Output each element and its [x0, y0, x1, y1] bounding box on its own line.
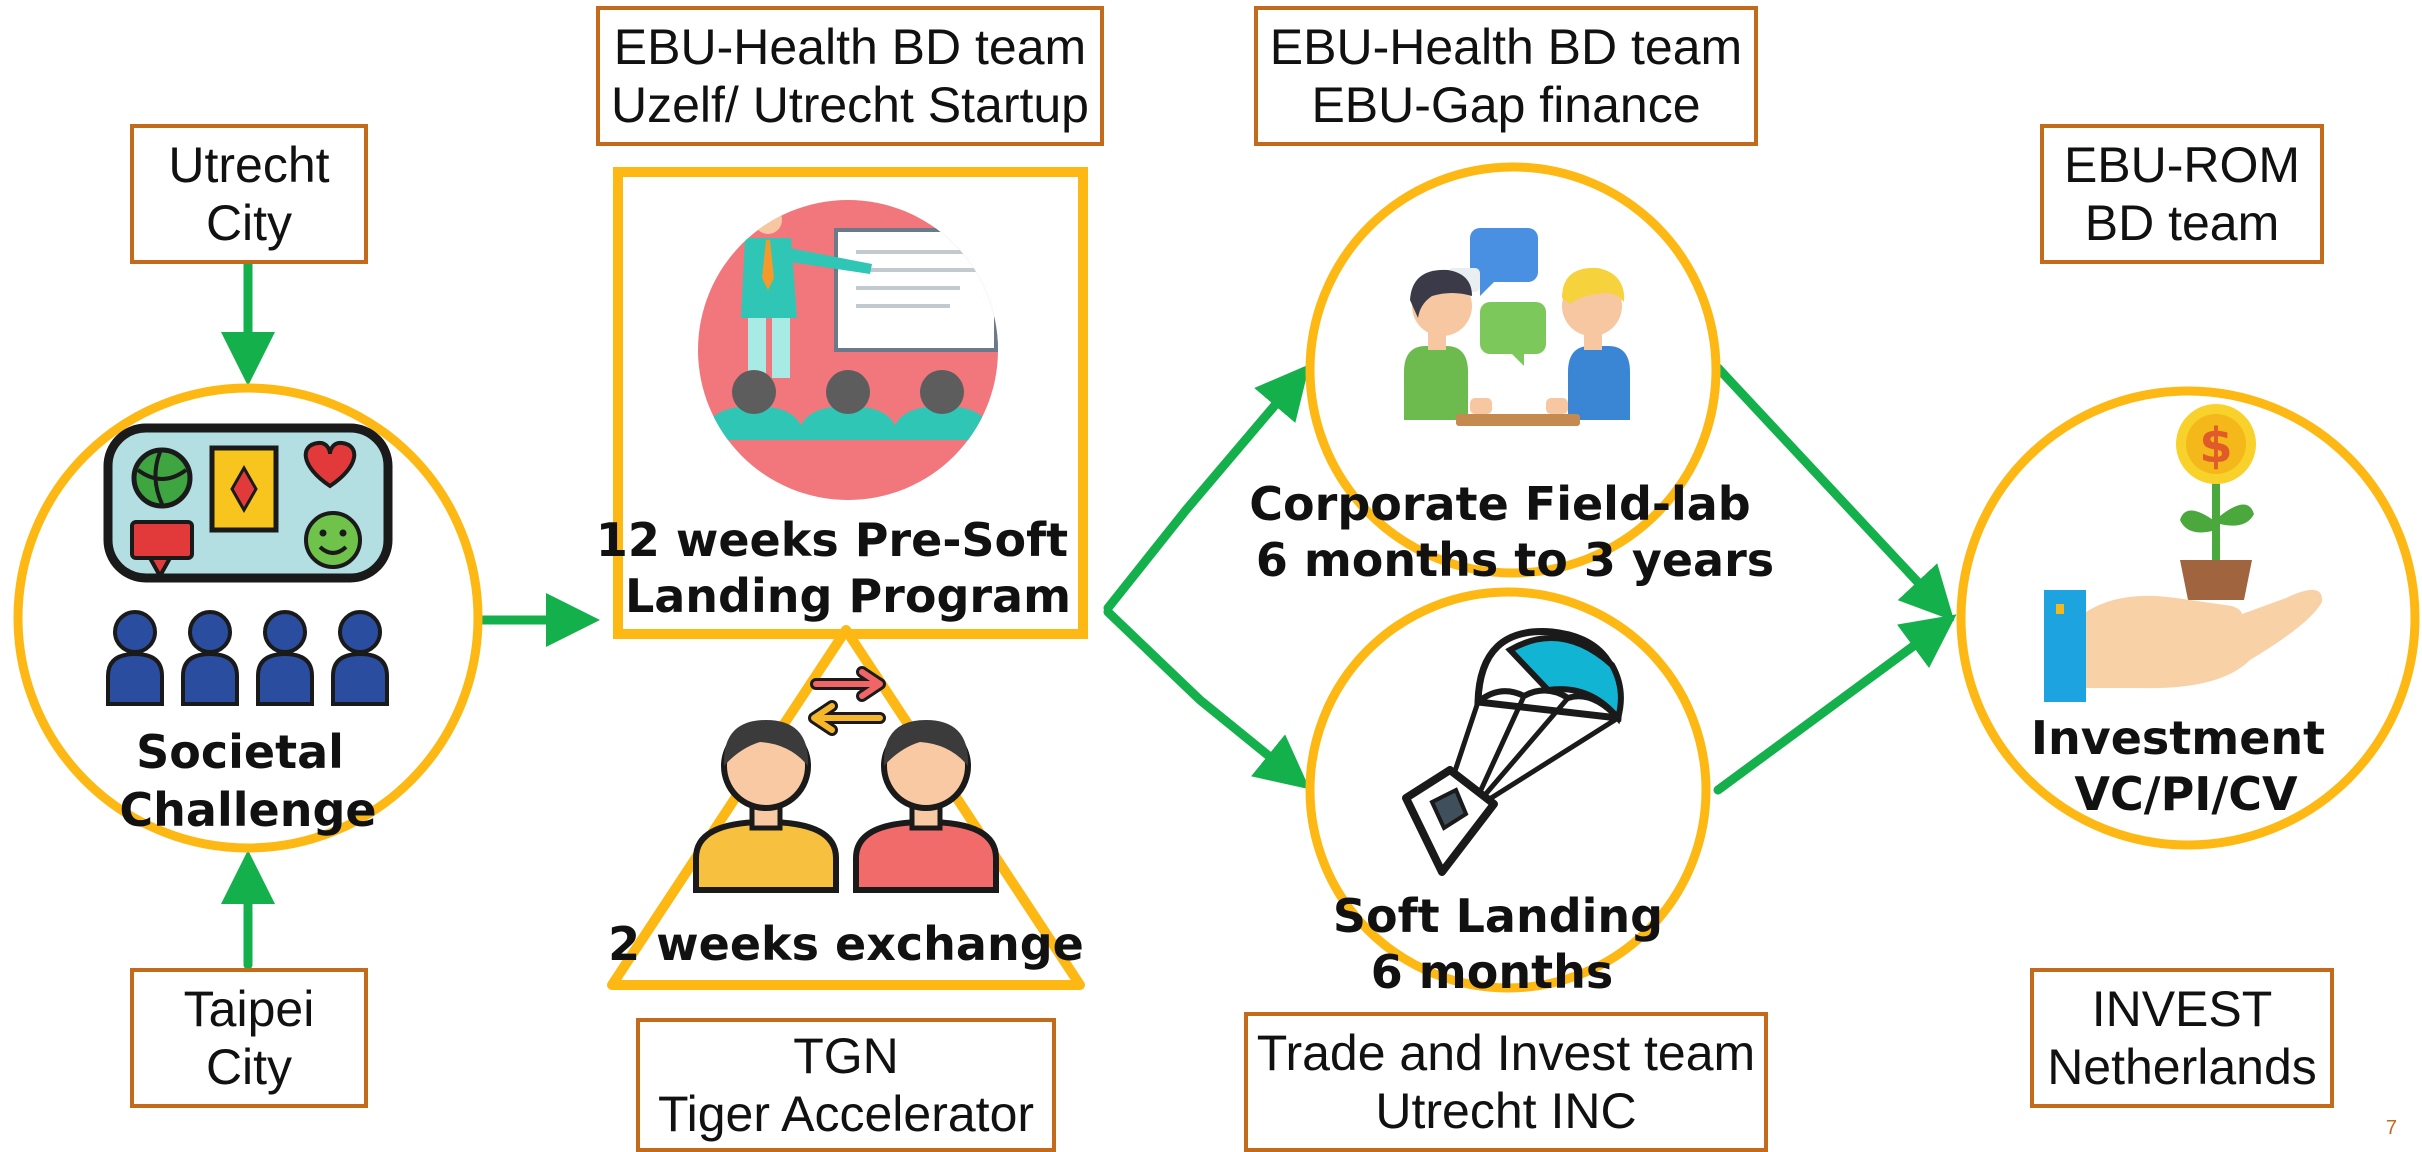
box-taipei-city: Taipei City: [130, 968, 368, 1108]
box-line-2: Tiger Accelerator: [657, 1086, 1035, 1142]
node-label-line-2: 6 months to 3 years: [1256, 533, 1774, 587]
box-trade-invest: Trade and Invest team Utrecht INC: [1244, 1012, 1768, 1152]
box-utrecht-city: Utrecht City: [130, 124, 368, 264]
node-label-line-2: Challenge: [119, 783, 376, 837]
arrow-fieldlab-to-investment: [1713, 363, 1955, 622]
node-two-weeks-exchange: 2 weeks exchange: [607, 625, 1085, 990]
box-line-1: Utrecht: [168, 137, 330, 193]
connectors: [221, 257, 1957, 970]
box-line-1: INVEST: [2091, 981, 2273, 1037]
box-line-2: EBU-Gap finance: [1311, 77, 1701, 133]
node-label-line-1: Investment: [2031, 711, 2325, 765]
box-line-1: TGN: [793, 1028, 899, 1084]
node-label-line-2: Landing Program: [625, 569, 1071, 623]
box-tgn: TGN Tiger Accelerator: [636, 1018, 1056, 1152]
box-ebu-health-uzelf: EBU-Health BD team Uzelf/ Utrecht Startu…: [596, 6, 1104, 146]
node-label: Soft Landing 6 months: [1333, 889, 1679, 999]
node-label-line-1: Societal: [136, 725, 344, 779]
box-line-1: EBU-Health BD team: [1269, 19, 1743, 75]
node-label: Corporate Field-lab 6 months to 3 years: [1249, 477, 1774, 587]
node-label-line-1: 2 weeks exchange: [608, 917, 1084, 971]
node-label: 2 weeks exchange: [608, 917, 1084, 971]
box-line-1: Trade and Invest team: [1256, 1025, 1756, 1081]
box-ebu-rom: EBU-ROM BD team: [2040, 124, 2324, 264]
arrow-presoft-to-fieldlab: [1103, 364, 1310, 613]
box-invest-netherlands: INVEST Netherlands: [2030, 968, 2334, 1108]
node-pre-soft-landing: 12 weeks Pre-Soft Landing Program: [596, 167, 1088, 639]
conversation-icon: [1404, 228, 1630, 426]
box-line-2: BD team: [2084, 195, 2280, 251]
node-label: Societal Challenge: [119, 725, 376, 837]
node-soft-landing: Soft Landing 6 months: [1305, 587, 1711, 999]
box-line-2: Netherlands: [2047, 1039, 2317, 1095]
node-label-line-2: VC/PI/CV: [2074, 767, 2298, 821]
node-investment: $ Investment VC/PI/CV: [1956, 386, 2420, 850]
arrow-softlanding-to-investment: [1713, 614, 1957, 795]
node-label: 12 weeks Pre-Soft Landing Program: [596, 513, 1084, 623]
box-line-2: Utrecht INC: [1375, 1083, 1637, 1139]
community-challenge-icon: [103, 423, 393, 706]
node-label-line-1: Soft Landing: [1333, 889, 1663, 943]
box-line-2: Uzelf/ Utrecht Startup: [611, 77, 1089, 133]
people-exchange-icon: [693, 666, 999, 893]
dollar-icon: $: [2199, 418, 2232, 474]
box-line-2: City: [205, 1039, 293, 1095]
investment-plant-icon: $: [2044, 404, 2323, 702]
node-corporate-field-lab: Corporate Field-lab 6 months to 3 years: [1249, 162, 1774, 587]
node-frame: [607, 625, 1085, 990]
page-number: 7: [2385, 1117, 2397, 1139]
node-label-line-1: Corporate Field-lab: [1249, 477, 1750, 531]
arrow-presoft-to-softlanding: [1103, 607, 1310, 790]
node-label: Investment VC/PI/CV: [2031, 711, 2341, 821]
box-ebu-health-gap: EBU-Health BD team EBU-Gap finance: [1254, 6, 1758, 146]
box-line-2: City: [205, 195, 293, 251]
parachute-icon: [1402, 628, 1624, 876]
node-label-line-1: 12 weeks Pre-Soft: [596, 513, 1068, 567]
node-label-line-2: 6 months: [1371, 945, 1613, 999]
box-line-1: EBU-ROM: [2063, 137, 2301, 193]
presentation-audience-icon: [698, 200, 998, 500]
node-ring: [1305, 162, 1721, 578]
box-line-1: EBU-Health BD team: [613, 19, 1087, 75]
node-societal-challenge: Societal Challenge: [13, 383, 483, 853]
box-line-1: Taipei: [183, 981, 315, 1037]
